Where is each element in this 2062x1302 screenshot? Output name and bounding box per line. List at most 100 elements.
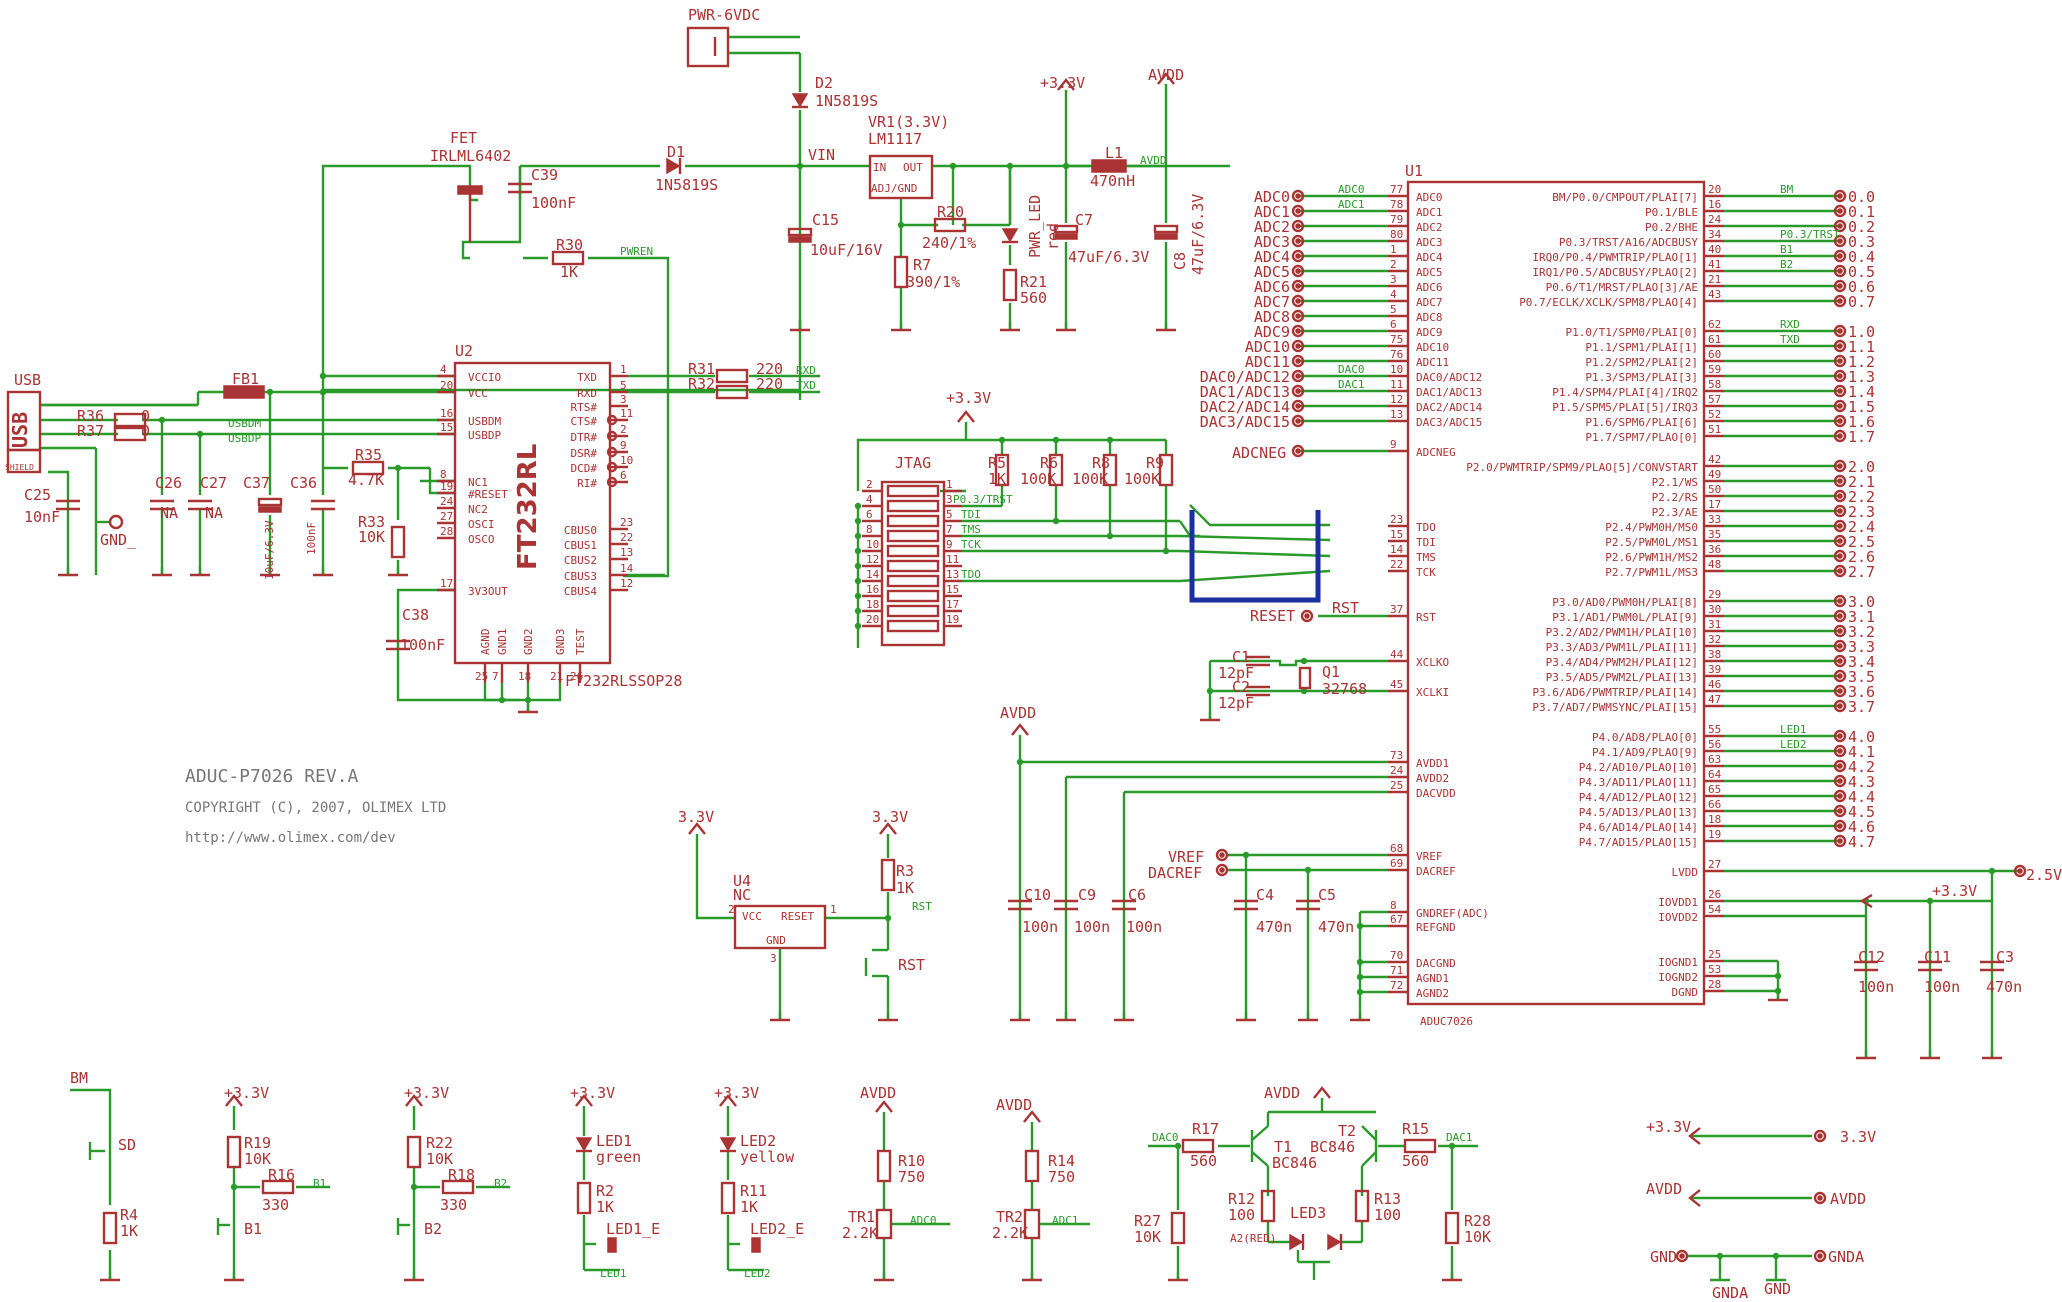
- u1-pin-num: 37: [1390, 603, 1403, 616]
- u1-pin-num: 43: [1708, 288, 1721, 301]
- u1-right-net: 4.4: [1848, 788, 1875, 806]
- u1-pin-num: 51: [1708, 423, 1721, 436]
- u1-part: ADUC7026: [1420, 1015, 1473, 1028]
- r32-ref: R32: [688, 375, 715, 393]
- jtag-pin-num: 13: [946, 568, 959, 581]
- net-connector: [2013, 864, 2027, 878]
- r28-symbol: [1444, 1211, 1460, 1245]
- c12-ref: C12: [1858, 948, 1885, 966]
- jtag-pin-num: 20: [866, 613, 879, 626]
- u1-pin-label: BM/P0.0/CMPOUT/PLAI[7]: [1552, 191, 1698, 204]
- c39-ref: C39: [531, 166, 558, 184]
- usb-conn-text: USB: [8, 412, 32, 448]
- net-connector: [1837, 643, 1843, 649]
- u2-ref: U2: [455, 342, 473, 360]
- u1-pin-num: 28: [1708, 978, 1721, 991]
- net-connector: [1837, 253, 1843, 259]
- net-gnda-lbl: GNDA: [1712, 1284, 1748, 1302]
- u1-pin-label: P0.2/BHE: [1645, 221, 1698, 234]
- net-connector: [1837, 613, 1843, 619]
- r32-symbol: [715, 384, 749, 400]
- net-connector: [1833, 384, 1847, 398]
- u1-right-net: 3.6: [1848, 683, 1875, 701]
- u1-left-net: ADC11: [1245, 353, 1290, 371]
- vr-adj: ADJ/GND: [871, 182, 917, 195]
- u2-pin-num: 2: [620, 423, 627, 436]
- led2e-jumper: [751, 1237, 761, 1253]
- u1-pin-label: IOGND2: [1658, 971, 1698, 984]
- junction: [1926, 897, 1934, 905]
- u2-bottom-label: GND1: [496, 629, 509, 656]
- u1-right-net: 0.7: [1848, 293, 1875, 311]
- u2-bottom-label: GND2: [522, 629, 535, 656]
- led1-symbol: [575, 1137, 593, 1152]
- u1-pin-label: TMS: [1416, 551, 1436, 564]
- net-connector: [1837, 433, 1843, 439]
- u2-pin-num: 7: [492, 670, 499, 683]
- net-connector: [1295, 328, 1301, 334]
- fet-part: IRLML6402: [430, 147, 511, 165]
- net-connector: [1813, 1249, 1827, 1263]
- u1-pin-label: P2.0/PWMTRIP/SPM9/PLAO[5]/CONVSTART: [1466, 461, 1698, 474]
- net-connector: [1837, 328, 1843, 334]
- net-connector: [1833, 654, 1847, 668]
- r9-ref: R9: [1146, 454, 1164, 472]
- u4-p33a: 3.3V: [678, 808, 714, 826]
- u1-pin-label: P2.6/PWM1H/MS2: [1605, 551, 1698, 564]
- c10-val: 100n: [1022, 918, 1058, 936]
- r30-val: 1K: [560, 263, 578, 281]
- r4-val: 1K: [120, 1222, 138, 1240]
- u1-right-net: 4.1: [1848, 743, 1875, 761]
- r7-val: 390/1%: [906, 273, 960, 291]
- u1-pin-num: 8: [1390, 899, 1397, 912]
- r37-ref: R37: [77, 422, 104, 440]
- net-connector: [1833, 249, 1847, 263]
- r13-ref: R13: [1374, 1190, 1401, 1208]
- r36-symbol: [113, 412, 147, 428]
- u1-left-wire-label: DAC1: [1338, 378, 1365, 391]
- u1-pin-num: 64: [1708, 768, 1722, 781]
- u2-pin-label: OSCI: [468, 518, 495, 531]
- u2-part: FT232RLSSOP28: [565, 672, 682, 690]
- net-connector: [1833, 819, 1847, 833]
- led2-symbol: [719, 1137, 737, 1152]
- pwr-led-color: red: [1044, 223, 1062, 250]
- net-connector: [1291, 309, 1305, 323]
- generated-labels: 4VCCIO20VCC16USBDM15USBDP8NC119#RESET24N…: [440, 183, 1875, 1000]
- r11-ref: R11: [740, 1182, 767, 1200]
- net-connector: [1837, 523, 1843, 529]
- wire: [1251, 1151, 1269, 1167]
- tr2-val: 2.2K: [992, 1224, 1028, 1242]
- u4-gnd: GND: [766, 934, 786, 947]
- net-connector: [1219, 867, 1225, 873]
- u1-right-net: 2.2: [1848, 488, 1875, 506]
- u2-pin-num: 20: [440, 379, 453, 392]
- u1-left-wire-label: ADC0: [1338, 183, 1365, 196]
- net-connector: [1295, 403, 1301, 409]
- r28-val: 10K: [1464, 1228, 1491, 1246]
- c37-ref: C37: [243, 474, 270, 492]
- c38-ref: C38: [402, 606, 429, 624]
- u1-pin-num: 25: [1708, 948, 1721, 961]
- junction: [854, 502, 862, 510]
- jtag-pin: [886, 619, 940, 633]
- r31-val: 220: [756, 360, 783, 378]
- u1-pin-label: TDO: [1416, 521, 1436, 534]
- junction: [1716, 1252, 1724, 1260]
- net-connector: [1219, 852, 1225, 858]
- u1-pin-label: ADC7: [1416, 296, 1443, 309]
- u1-pin-label: ADC3: [1416, 236, 1443, 249]
- r20-ref: R20: [937, 203, 964, 221]
- wire: [1179, 534, 1331, 542]
- u1-pin-num: 72: [1390, 979, 1403, 992]
- jtag-pin-num: 1: [946, 478, 953, 491]
- u1-pin-label: P1.3/SPM3/PLAI[3]: [1585, 371, 1698, 384]
- u1-left-net: DAC3/ADC15: [1200, 413, 1290, 431]
- u1-pin-label: AVDD1: [1416, 757, 1449, 770]
- net-connector: [1291, 414, 1305, 428]
- net-connector: [1833, 459, 1847, 473]
- u1-pin-num: 38: [1708, 648, 1721, 661]
- net-connector: [1833, 279, 1847, 293]
- junction: [1016, 758, 1024, 766]
- r17-val: 560: [1190, 1152, 1217, 1170]
